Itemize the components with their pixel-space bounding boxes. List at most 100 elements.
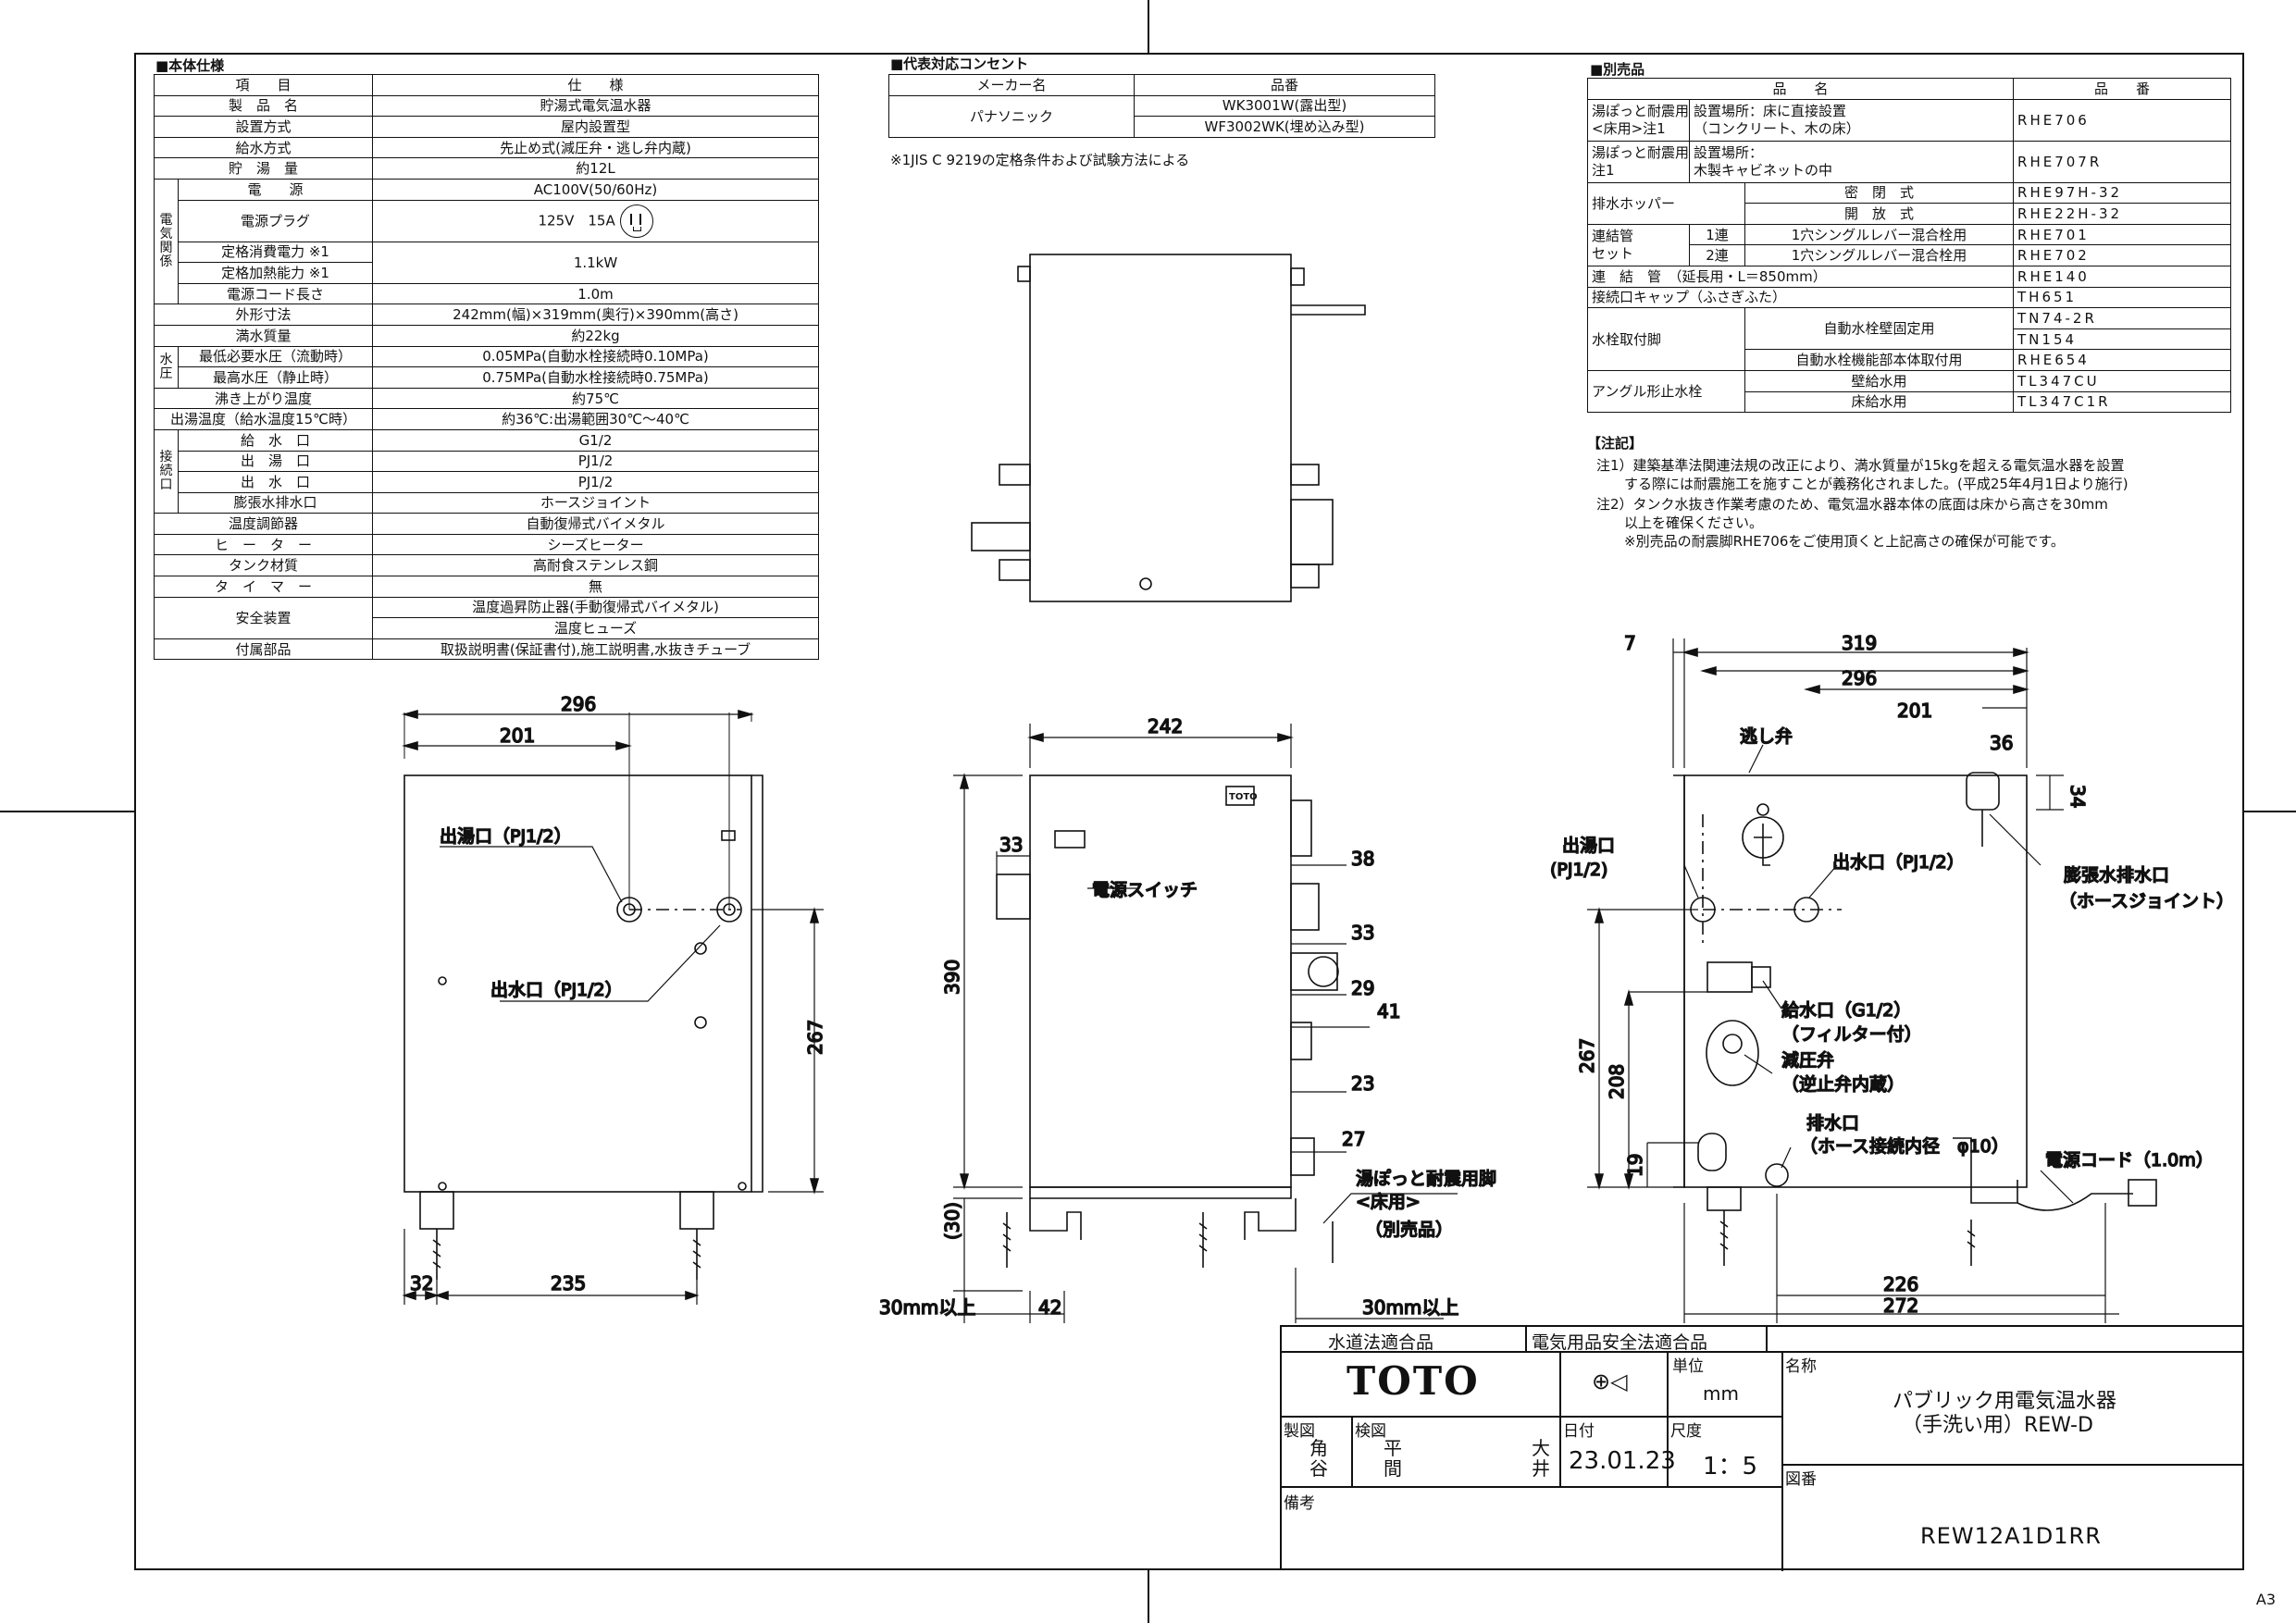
- spec-cat-electric: 電気関係: [154, 178, 179, 305]
- side-dim: 30mm以上: [1362, 1296, 1458, 1319]
- front-dim: 235: [551, 1272, 586, 1295]
- note-line: 注1）建築基準法関連法規の改正により、満水質量が15kgを超える電気温水器を設置: [1596, 457, 2125, 474]
- side-fitting: [1290, 1022, 1312, 1060]
- options-header-part: 品 番: [2013, 78, 2232, 100]
- back-dim: 36: [1990, 732, 2013, 754]
- option-detail: 開 放 式: [1744, 203, 2015, 225]
- scale-label: 尺度: [1670, 1422, 1702, 1441]
- side-label: 湯ぽっと耐震用脚: [1356, 1169, 1496, 1189]
- outlet-title: ■代表対応コンセント: [890, 56, 1029, 72]
- supply-inlet-cap: [1751, 966, 1771, 988]
- side-dim: 27: [1342, 1128, 1365, 1150]
- option-part: RHE707R: [2013, 140, 2232, 183]
- spec-value: ホースジョイント: [372, 491, 820, 514]
- sheet-size: A3: [2255, 1591, 2276, 1608]
- option-name: 湯ぽっと耐震用脚 注1: [1587, 140, 1690, 183]
- pressure-reducer: [1706, 1020, 1759, 1086]
- side-pipe: [1308, 956, 1339, 987]
- back-dim: 267: [1576, 1038, 1598, 1073]
- back-label: （フィルター付）: [1781, 1024, 1922, 1045]
- spec-item: 製 品 名: [153, 94, 374, 118]
- side-view-logo-box: [1225, 786, 1255, 806]
- back-view: [1587, 638, 2157, 1323]
- back-anchor-bolts: [1719, 1210, 1976, 1266]
- power-switch[interactable]: [1054, 830, 1086, 849]
- top-view-fitting: [999, 464, 1031, 486]
- back-label: （ホース接続内径 φ10）: [1800, 1136, 2009, 1157]
- side-dim-arrows-242: [1027, 732, 1294, 743]
- option-name: アングル形止水栓: [1587, 369, 1745, 414]
- side-label: <床用>: [1356, 1192, 1421, 1212]
- back-dim-bottom: [1683, 1194, 2119, 1323]
- spec-item: 膨張水排水口: [177, 491, 374, 514]
- front-dim-bottom: [403, 1229, 698, 1305]
- back-dim: 272: [1883, 1295, 1918, 1317]
- side-stand: [1029, 1198, 1297, 1240]
- front-view-body: [403, 774, 752, 1193]
- outlet-footnote: ※1JIS C 9219の定格条件および試験方法による: [890, 152, 1190, 168]
- side-dim: 38: [1351, 848, 1374, 870]
- front-label: 出湯口（PJ1/2）: [440, 826, 572, 847]
- approved-by: 大井: [1532, 1437, 1550, 1480]
- dwg-label: 図番: [1785, 1470, 1817, 1489]
- front-dim-arrows: [402, 709, 754, 751]
- side-dim: 33: [1351, 922, 1374, 944]
- front-fitting: [721, 830, 736, 841]
- back-label: 排水口: [1806, 1113, 1859, 1134]
- front-screw: [438, 1182, 447, 1191]
- option-detail: 自動水栓機能部本体取付用: [1744, 349, 2015, 371]
- back-dim-top: [1672, 638, 2028, 768]
- back-label: （逆止弁内蔵）: [1781, 1074, 1905, 1095]
- option-detail: 設置場所： 木製キャビネットの中: [1688, 140, 2015, 183]
- side-label: 電源スイッチ: [1092, 880, 1198, 900]
- tb-line: [1781, 1464, 2242, 1466]
- back-label: (PJ1/2): [1550, 860, 1607, 880]
- front-dim: 201: [500, 725, 535, 747]
- spec-value: AC100V(50/60Hz): [372, 178, 820, 201]
- spec-item: 安全装置: [153, 596, 374, 639]
- date-value: 23.01.23: [1569, 1447, 1676, 1475]
- top-view-screw: [1139, 577, 1152, 590]
- side-fitting: [996, 873, 1031, 920]
- side-brand: TOTO: [1229, 792, 1258, 802]
- back-dim: 34: [2066, 785, 2089, 808]
- front-foot: [419, 1191, 454, 1230]
- spec-value: 0.05MPa(自動水栓接続時0.10MPa): [372, 345, 820, 368]
- tb-line: [1525, 1327, 1527, 1351]
- back-label: 逃し弁: [1740, 726, 1793, 747]
- back-dim: 319: [1842, 632, 1877, 654]
- front-hole: [694, 942, 707, 955]
- option-detail: 床給水用: [1744, 390, 2015, 414]
- top-view-fitting: [1290, 564, 1320, 588]
- back-label: 膨張水排水口: [2064, 865, 2169, 886]
- side-dim: 29: [1351, 977, 1374, 999]
- spec-item: 付属部品: [153, 638, 374, 661]
- front-leaders: [440, 846, 721, 1002]
- note-line: 以上を確保ください。: [1596, 514, 1764, 531]
- spec-value: 自動復帰式バイメタル: [372, 513, 820, 535]
- back-foot: [1706, 1186, 1742, 1211]
- spec-item: 電源コード長さ: [177, 282, 374, 305]
- note-line: ※別売品の耐震脚RHE706をご使用頂くと上記高さの確保が可能です。: [1596, 533, 2065, 550]
- back-label: 出水口（PJ1/2）: [1832, 852, 1965, 873]
- top-view-tab: [1017, 266, 1031, 282]
- outlet-maker: パナソニック: [888, 94, 1135, 138]
- option-part: TN74-2R: [2013, 307, 2232, 329]
- back-dim: 208: [1606, 1064, 1628, 1099]
- tb-line: [1766, 1327, 1768, 1351]
- projection-symbol-icon: ⊕◁: [1592, 1369, 1628, 1394]
- note-line: する際には耐震施工を施すことが義務化されました。(平成25年4月1日より施行): [1596, 476, 2128, 492]
- front-dim: 296: [561, 693, 596, 715]
- back-dim: 201: [1897, 700, 1932, 722]
- back-label: （ホースジョイント）: [2059, 891, 2234, 911]
- back-center-lines: [1702, 814, 1842, 944]
- top-view-body: [1029, 254, 1292, 602]
- relief-valve-handle: [1754, 824, 1772, 866]
- pressure-reducer-core: [1722, 1034, 1743, 1054]
- back-label: 電源コード（1.0m）: [2045, 1150, 2214, 1171]
- side-dim: 242: [1148, 715, 1183, 737]
- spec-value: 242mm(幅)×319mm(奥行)×390mm(高さ): [372, 304, 820, 326]
- side-dim: 42: [1038, 1296, 1061, 1319]
- tb-line: [1282, 1486, 1781, 1488]
